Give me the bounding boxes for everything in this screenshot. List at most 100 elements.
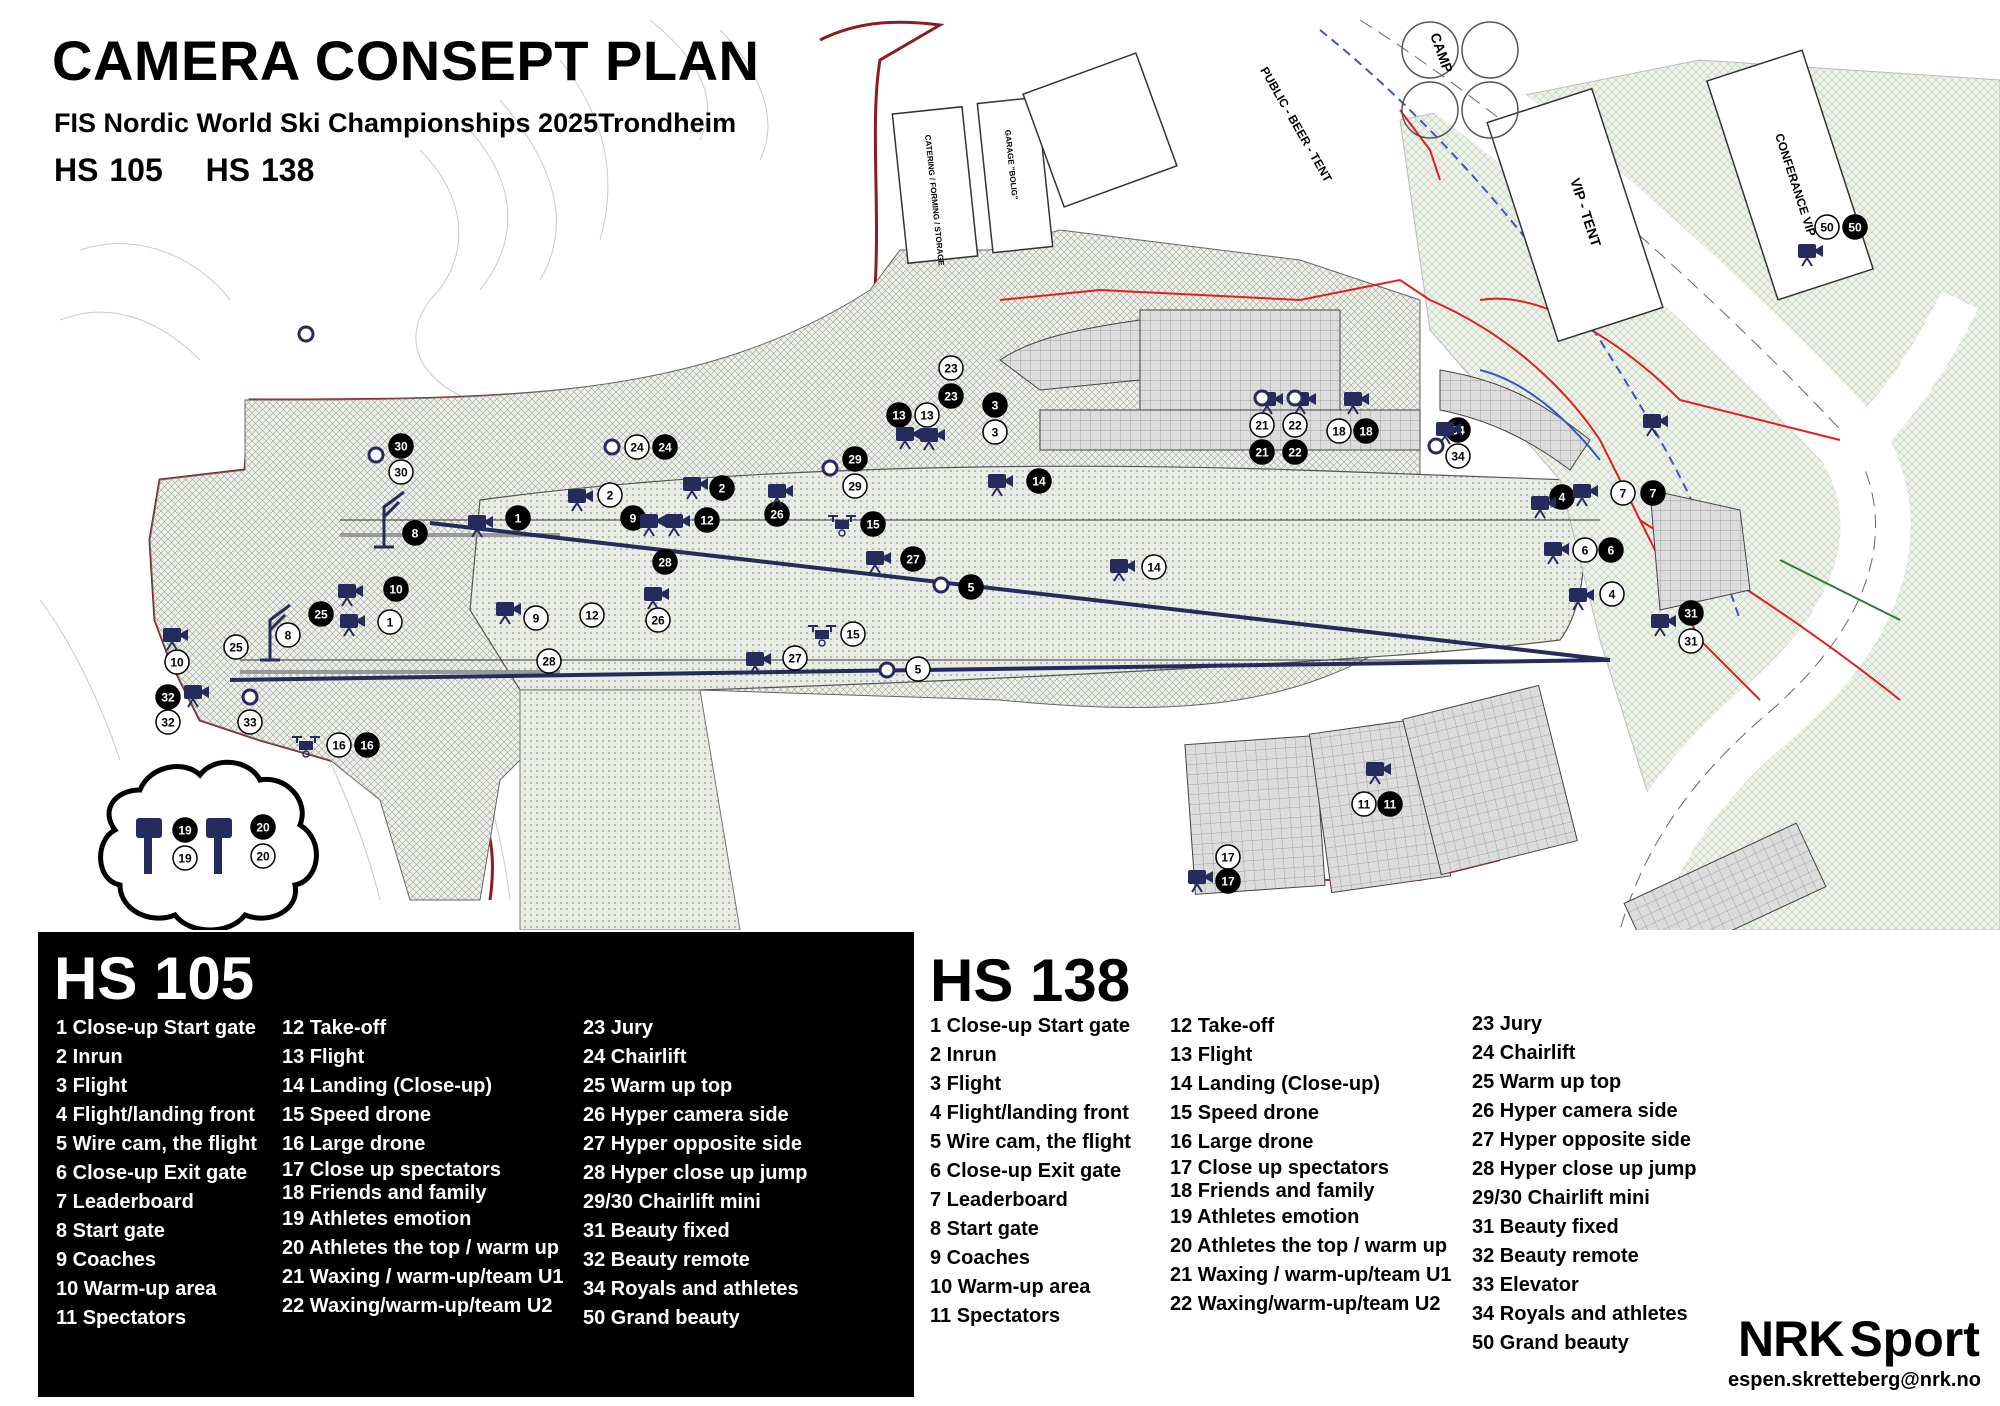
legend-item: 25 Warm up top — [1472, 1071, 1622, 1093]
badge-circle — [938, 383, 964, 409]
badge-number: 25 — [229, 641, 243, 655]
camera-icon — [1110, 559, 1135, 582]
legend-item: 1 Close-up Start gate — [56, 1017, 257, 1039]
badge-circle — [1377, 791, 1403, 817]
legend-item: 22 Waxing/warm-up/team U2 — [282, 1295, 553, 1317]
camera-number-badge: 4 — [1599, 581, 1625, 607]
camera-icon — [1344, 392, 1369, 415]
camera-number-badge: 1 — [505, 505, 531, 531]
camera-number-badge: 6 — [1598, 537, 1624, 563]
legend-hs105-col1: 1 Close-up Start gate 2 Inrun 3 Flight 4… — [56, 1014, 257, 1333]
badge-circle — [172, 817, 198, 843]
badge-circle — [958, 574, 984, 600]
stand-exit — [1649, 489, 1751, 611]
camera-icon — [1651, 614, 1676, 637]
badge-circle — [237, 709, 263, 735]
camera-number-badge: 20 — [250, 843, 276, 869]
camera-icon — [184, 685, 209, 708]
camera-number-badge: 13 — [914, 402, 940, 428]
camera-number-badge: 29 — [842, 473, 868, 499]
stand-bottom-1 — [1184, 735, 1326, 895]
camera-number-badge: 27 — [782, 645, 808, 671]
badge-number: 25 — [314, 608, 328, 622]
legend-item: 4 Flight/landing front — [930, 1102, 1129, 1124]
legend-item: 24 Chairlift — [1472, 1042, 1576, 1064]
brand-sport: Sport — [1849, 1311, 1980, 1367]
badge-number: 1 — [387, 616, 394, 630]
camera-number-badge: 19 — [172, 845, 198, 871]
badge-circle — [842, 473, 868, 499]
legend-item: 14 Landing (Close-up) — [1170, 1073, 1380, 1095]
badge-number: 8 — [285, 629, 292, 643]
legend-hs138-col2: 12 Take-off 13 Flight 14 Landing (Close-… — [1170, 1012, 1452, 1319]
contact-email[interactable]: espen.skretteberg@nrk.no — [1728, 1369, 1981, 1391]
camera-number-badge: 8 — [275, 622, 301, 648]
badge-circle — [982, 419, 1008, 445]
legend-item: 26 Hyper camera side — [583, 1104, 789, 1126]
badge-circle — [1249, 439, 1275, 465]
badge-number: 9 — [630, 512, 637, 526]
crane-icon — [374, 490, 405, 549]
badge-circle — [900, 546, 926, 572]
legend-item: 1 Close-up Start gate — [930, 1015, 1131, 1037]
legend-item: 2 Inrun — [930, 1044, 997, 1066]
badge-number: 12 — [585, 609, 599, 623]
badge-circle — [1141, 554, 1167, 580]
legend-item: 29/30 Chairlift mini — [1472, 1187, 1650, 1209]
hill-list: HS 105 HS 138 — [54, 152, 346, 189]
badge-number: 30 — [394, 466, 408, 480]
remote-camera-icon — [1253, 389, 1271, 407]
badge-number: 16 — [332, 739, 346, 753]
camera-icon — [683, 477, 708, 500]
remote-camera-icon — [367, 446, 385, 464]
legend-item: 31 Beauty fixed — [583, 1220, 730, 1242]
camera-number-badge: 33 — [237, 709, 263, 735]
badge-number: 13 — [920, 409, 934, 423]
camera-icon — [896, 427, 921, 450]
badge-circle — [505, 505, 531, 531]
camera-number-badge: 18 — [1326, 418, 1352, 444]
legend-hs105: HS 105 1 Close-up Start gate 2 Inrun 3 F… — [38, 932, 914, 1397]
badge-number: 19 — [178, 824, 192, 838]
legend-hs138-heading: HS 138 — [930, 947, 1131, 1014]
badge-circle — [388, 459, 414, 485]
legend-item: 11 Spectators — [930, 1305, 1061, 1327]
badge-number: 4 — [1609, 588, 1616, 602]
badge-circle — [652, 434, 678, 460]
legend-item: 20 Athletes the top / warm up — [1170, 1235, 1448, 1257]
venue-map: CAMP PUBLIC - BEER - TENT VIP - TENT CON… — [39, 19, 2000, 930]
legend-item: 5 Wire cam, the flight — [930, 1131, 1131, 1153]
legend-item: 32 Beauty remote — [1472, 1245, 1639, 1267]
badge-circle — [1599, 581, 1625, 607]
brand-nrk: NRK — [1738, 1311, 1844, 1367]
stand-top-main — [1139, 309, 1341, 411]
camera-number-badge: 15 — [840, 621, 866, 647]
badge-number: 27 — [906, 553, 920, 567]
wirecam-line-upper — [429, 521, 1611, 662]
legend-item: 7 Leaderboard — [56, 1191, 194, 1213]
badge-number: 8 — [412, 527, 419, 541]
badge-circle — [354, 732, 380, 758]
badge-number: 4 — [1559, 491, 1566, 505]
camera-number-badge: 10 — [383, 576, 409, 602]
camera-number-badge: 32 — [155, 709, 181, 735]
camera-number-badge: 34 — [1445, 443, 1471, 469]
camera-number-badge: 18 — [1353, 418, 1379, 444]
badge-circle — [694, 507, 720, 533]
badge-number: 5 — [915, 663, 922, 677]
hill-label-138: HS 138 — [205, 152, 315, 188]
camera-icon — [1531, 496, 1556, 519]
legend-item: 10 Warm-up area — [56, 1278, 217, 1300]
legend-item: 50 Grand beauty — [1472, 1332, 1629, 1354]
legend-item: 20 Athletes the top / warm up — [282, 1237, 560, 1259]
badge-circle — [860, 511, 886, 537]
camera-number-badge: 7 — [1610, 480, 1636, 506]
badge-circle — [1814, 214, 1840, 240]
badge-circle — [1026, 468, 1052, 494]
legend-item: 34 Royals and athletes — [583, 1278, 799, 1300]
badge-circle — [652, 549, 678, 575]
badge-circle — [402, 520, 428, 546]
camera-number-badge: 11 — [1351, 791, 1377, 817]
badge-circle — [624, 434, 650, 460]
